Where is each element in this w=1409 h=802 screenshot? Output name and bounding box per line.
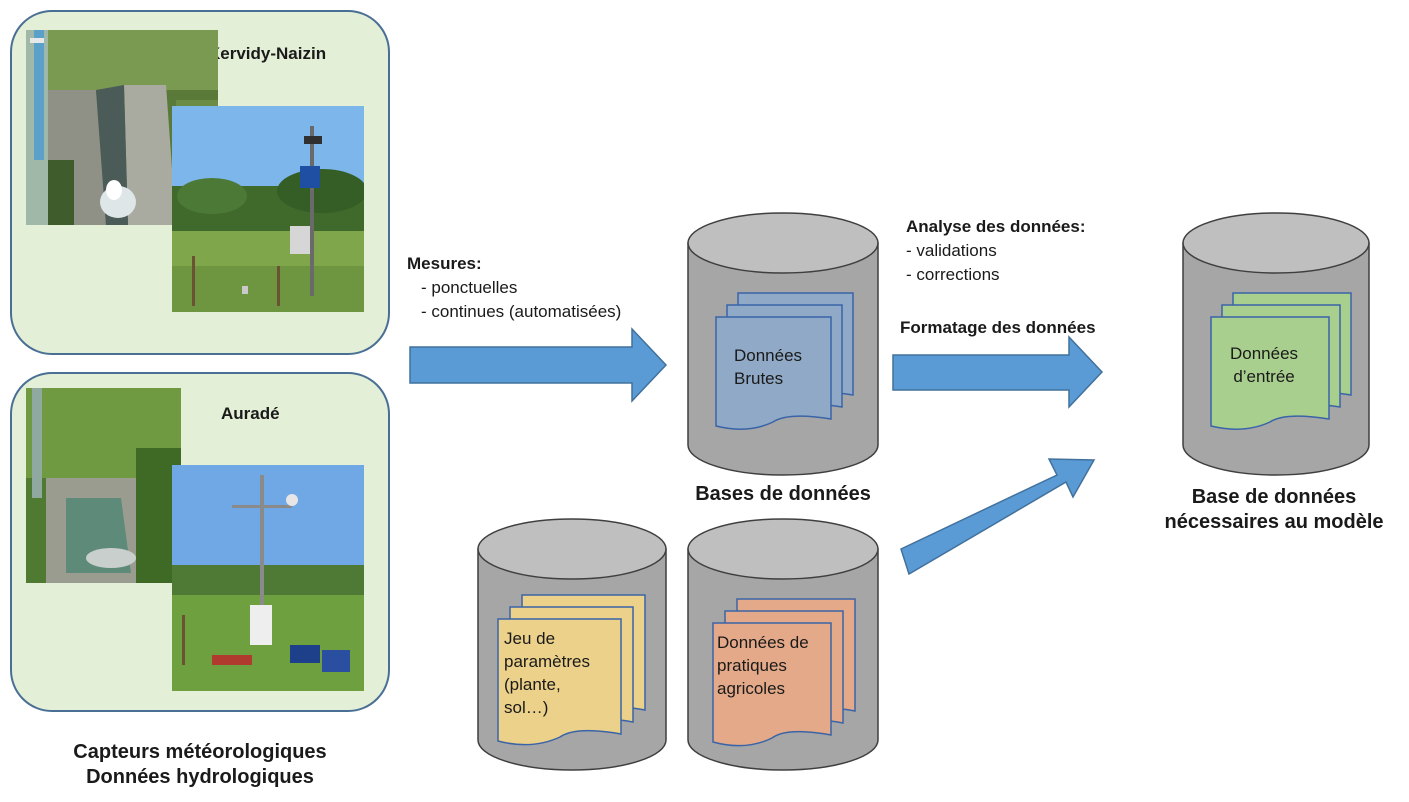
- doc-stack-parameters: [497, 594, 646, 746]
- doc-label-model-line1: Données: [1230, 344, 1299, 363]
- analysis-item-validations: - validations: [906, 241, 997, 260]
- photo-weather-station-2: [172, 465, 364, 691]
- analysis-block: Analyse des données: - validations - cor…: [906, 215, 1086, 287]
- sensors-caption-line2: Données hydrologiques: [86, 766, 314, 788]
- measures-item-punctual: - ponctuelles: [421, 278, 518, 297]
- model-database-caption: Base de données nécessaires au modèle: [1139, 485, 1409, 535]
- doc-label-practices-line3: agricoles: [717, 679, 786, 698]
- doc-label-parameters-line1: Jeu de: [504, 629, 556, 648]
- doc-label-raw-line1: Données: [734, 346, 803, 365]
- arrow-formatting: [892, 335, 1104, 409]
- arrow-measures: [409, 327, 668, 403]
- model-database-caption-line2: nécessaires au modèle: [1164, 511, 1384, 533]
- site-title-kervidy: Kervidy-Naizin: [208, 44, 327, 63]
- photo-weather-station-1: [172, 106, 364, 312]
- doc-label-model: Données d’entrée: [1230, 342, 1298, 388]
- raw-database-caption: Bases de données: [695, 483, 871, 505]
- measures-heading: Mesures:: [407, 254, 482, 273]
- photo-channel: [26, 388, 181, 583]
- doc-stack-model: [1210, 292, 1352, 430]
- formatting-label: Formatage des données: [900, 318, 1096, 337]
- doc-label-parameters-line3: (plante,: [504, 675, 561, 694]
- doc-label-parameters-line2: paramètres: [504, 652, 590, 671]
- doc-label-parameters-line4: sol…): [504, 698, 549, 717]
- doc-label-practices: Données de pratiques agricoles: [717, 631, 809, 700]
- doc-label-practices-line1: Données de: [717, 633, 809, 652]
- doc-stack-raw: [715, 292, 854, 430]
- doc-label-raw-line2: Brutes: [734, 369, 784, 388]
- arrow-inputs-to-model: [900, 458, 1096, 576]
- model-database-caption-line1: Base de données: [1191, 486, 1357, 508]
- doc-label-raw: Données Brutes: [734, 344, 802, 390]
- doc-label-practices-line2: pratiques: [717, 656, 787, 675]
- weather-station-2-illustration: [172, 465, 364, 691]
- weather-station-illustration: [172, 106, 364, 312]
- analysis-item-corrections: - corrections: [906, 265, 1000, 284]
- measures-block: Mesures: - ponctuelles - continues (auto…: [407, 252, 621, 324]
- channel-illustration: [26, 388, 181, 583]
- doc-label-parameters: Jeu de paramètres (plante, sol…): [504, 627, 590, 719]
- sensors-caption: Capteurs météorologiques Données hydrolo…: [10, 740, 390, 790]
- site-title-aurade: Auradé: [221, 404, 280, 423]
- analysis-heading: Analyse des données:: [906, 217, 1086, 236]
- measures-item-continuous: - continues (automatisées): [421, 302, 622, 321]
- sensors-caption-line1: Capteurs météorologiques: [73, 741, 327, 763]
- doc-stack-practices: [712, 598, 856, 747]
- doc-label-model-line2: d’entrée: [1233, 367, 1295, 386]
